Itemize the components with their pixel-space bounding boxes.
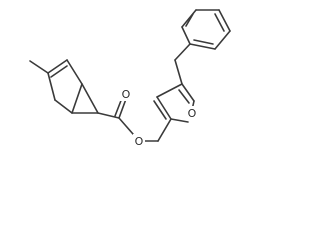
bond-ring-c3-c4 [47, 59, 68, 74]
bond-benzene-inner-a [193, 39, 214, 45]
bond-ring-c3-c4-double [50, 65, 68, 78]
bond-furan-c4-c5 [156, 83, 183, 98]
bond-furan-o-c2 [170, 118, 189, 123]
bond-benzyl-ch2-ring [174, 43, 191, 61]
bond-ring-c3-c2 [47, 72, 56, 101]
bond-ring-c1-c5 [71, 83, 83, 114]
benzene-ring [174, 9, 231, 61]
bond-benzene-2 [214, 30, 231, 50]
bond-cyclopropane-c5-c6 [81, 83, 99, 114]
ester-oxygen-label: O [135, 135, 144, 148]
molecule-diagram: O O O [29, 9, 231, 148]
bond-benzene-5 [181, 9, 197, 28]
bond-c6-carbonyl [97, 112, 120, 119]
bond-methyl [29, 60, 49, 74]
bond-benzene-1 [189, 43, 216, 50]
bicyclic-fragment [29, 59, 172, 142]
bond-furan-c3-c4-double [153, 100, 167, 120]
bond-furan-benzyl-ch2 [174, 59, 183, 85]
bond-carbonyl-ester-o [118, 117, 134, 135]
bond-benzene-inner-c [185, 13, 194, 27]
bond-benzene-3 [218, 9, 231, 32]
bond-benzene-6 [181, 26, 191, 45]
carbonyl-oxygen-label: O [122, 88, 131, 101]
bond-furan-c3-c4 [156, 96, 172, 120]
bond-furan-c5-c1-double [181, 83, 195, 102]
furan-ring [153, 59, 195, 123]
bond-ring-c2-c1 [54, 99, 73, 114]
bond-ch2-furan [157, 118, 172, 142]
bond-furan-c5-c1-double-inner [178, 89, 190, 104]
bond-ring-c4-c5 [66, 59, 83, 85]
ring-oxygen-label: O [188, 107, 197, 120]
bond-carbonyl-double-a [118, 98, 127, 119]
atom-labels: O O O [120, 87, 198, 148]
bond-benzene-inner-b [214, 13, 225, 32]
